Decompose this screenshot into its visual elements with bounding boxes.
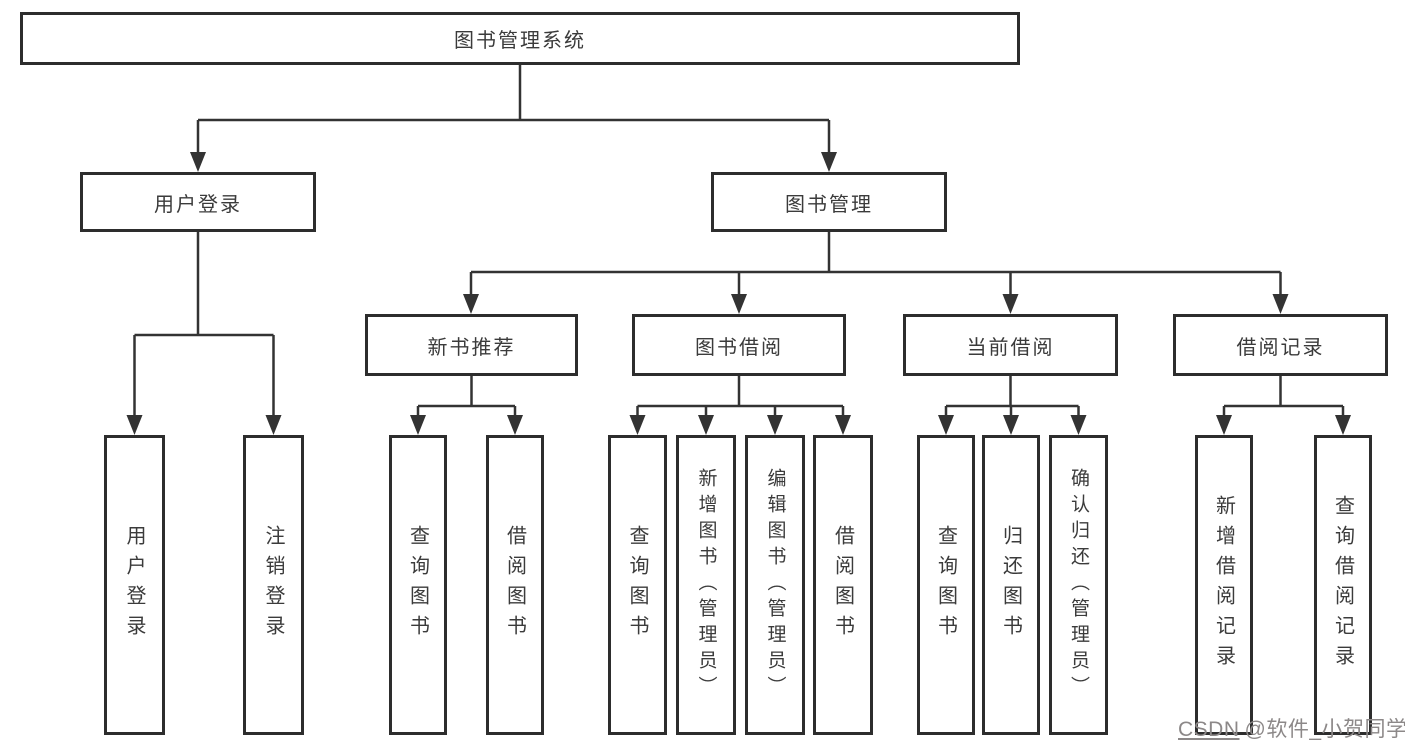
node-query-books-borrowing: 查询图书	[608, 435, 667, 735]
connector-line	[416, 376, 517, 417]
arrowhead-down-icon	[629, 415, 646, 435]
node-logout-leaf: 注销登录	[243, 435, 304, 735]
node-user-login-leaf: 用户登录	[104, 435, 165, 735]
node-label: 注销登录	[262, 525, 284, 645]
arrowhead-down-icon	[265, 415, 282, 435]
node-query-books-current: 查询图书	[917, 435, 975, 735]
node-label: 查询图书	[406, 525, 429, 645]
node-user-login: 用户登录	[80, 172, 316, 232]
arrowhead-down-icon	[1335, 415, 1351, 435]
node-label: 新增借阅记录	[1212, 495, 1235, 675]
arrowhead-down-icon	[1070, 415, 1087, 435]
node-book-borrowing: 图书借阅	[632, 314, 846, 376]
node-label: 借阅图书	[503, 525, 526, 645]
connector-new-book-branch	[410, 376, 523, 435]
arrowhead-down-icon	[835, 415, 851, 435]
node-label: 新增图书（管理员）	[695, 468, 717, 702]
connector-line	[1222, 376, 1345, 417]
node-label: 查询借阅记录	[1331, 495, 1354, 675]
connector-line	[196, 65, 831, 154]
node-borrow-books-recommend: 借阅图书	[486, 435, 544, 735]
connector-book-borrow-branch	[629, 376, 851, 435]
node-confirm-return-admin: 确认归还（管理员）	[1049, 435, 1108, 735]
node-add-books-admin: 新增图书（管理员）	[676, 435, 736, 735]
arrowhead-down-icon	[190, 152, 206, 172]
node-label: 当前借阅	[966, 336, 1055, 359]
node-book-management: 图书管理	[711, 172, 947, 232]
node-label: 编辑图书（管理员）	[764, 468, 786, 702]
node-borrow-records: 借阅记录	[1173, 314, 1388, 376]
csdn-watermark: CSDN@软件_小贺同学	[1178, 713, 1405, 743]
node-label: 用户登录	[123, 525, 145, 645]
node-label: 用户登录	[154, 193, 242, 216]
node-borrow-books-borrowing: 借阅图书	[813, 435, 873, 735]
arrowhead-down-icon	[1272, 294, 1289, 314]
connector-root-to-level2	[190, 65, 837, 172]
arrowhead-down-icon	[507, 415, 523, 435]
node-label: 图书借阅	[695, 336, 783, 359]
arrowhead-down-icon	[463, 294, 479, 314]
csdn-watermark-handle: @软件_小贺同学	[1244, 718, 1405, 741]
connector-line	[133, 232, 275, 417]
connector-borrow-records-branch	[1216, 376, 1351, 435]
node-label: 图书管理	[785, 193, 873, 216]
node-query-books-recommend: 查询图书	[389, 435, 447, 735]
node-current-borrowing: 当前借阅	[903, 314, 1118, 376]
node-label: 借阅记录	[1236, 336, 1325, 359]
node-label: 新书推荐	[427, 336, 516, 359]
connector-line	[469, 232, 1282, 296]
node-query-borrow-record: 查询借阅记录	[1314, 435, 1372, 735]
arrowhead-down-icon	[767, 415, 783, 435]
arrowhead-down-icon	[821, 152, 837, 172]
connector-line	[636, 376, 845, 417]
node-label: 查询图书	[934, 525, 957, 645]
node-add-borrow-record: 新增借阅记录	[1195, 435, 1253, 735]
arrowhead-down-icon	[126, 415, 143, 435]
arrowhead-down-icon	[698, 415, 714, 435]
arrowhead-down-icon	[731, 294, 747, 314]
node-label: 归还图书	[999, 525, 1022, 645]
csdn-watermark-brand: CSDN	[1178, 718, 1240, 741]
node-return-books: 归还图书	[982, 435, 1040, 735]
node-label: 借阅图书	[831, 525, 854, 645]
arrowhead-down-icon	[410, 415, 426, 435]
connector-line	[944, 376, 1080, 417]
node-label: 查询图书	[626, 525, 648, 645]
arrowhead-down-icon	[1216, 415, 1232, 435]
arrowhead-down-icon	[1002, 294, 1019, 314]
node-edit-books-admin: 编辑图书（管理员）	[745, 435, 805, 735]
connector-current-borrow-branch	[938, 376, 1087, 435]
connector-user-login-branch	[126, 232, 282, 435]
node-label: 图书管理系统	[454, 30, 586, 52]
node-label: 确认归还（管理员）	[1068, 468, 1089, 702]
arrowhead-down-icon	[1003, 415, 1019, 435]
node-new-book-recommend: 新书推荐	[365, 314, 578, 376]
node-root-system: 图书管理系统	[20, 12, 1020, 65]
connector-book-mgmt-to-level3	[463, 232, 1289, 314]
arrowhead-down-icon	[938, 415, 954, 435]
